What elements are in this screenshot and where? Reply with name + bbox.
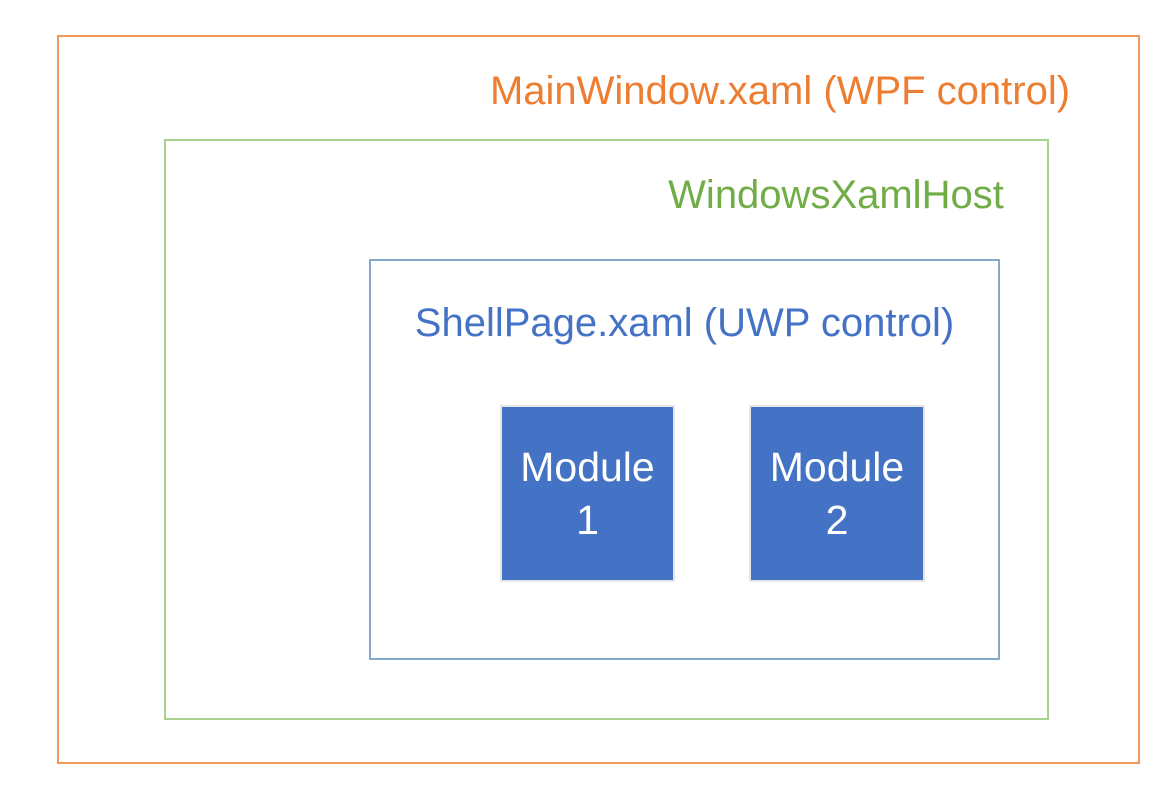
module-2-label-line1: Module [769,443,905,490]
mainwindow-wpf-label: MainWindow.xaml (WPF control) [489,69,1071,113]
windows-xaml-host-label: WindowsXamlHost [668,173,1004,217]
windows-xaml-host-box [164,139,1049,720]
module-2-label-line2: 2 [825,496,849,543]
module-1-box: Module 1 [500,405,675,582]
shellpage-uwp-box [369,259,1000,660]
module-1-label-line1: Module [520,443,655,490]
module-2-box: Module 2 [749,405,925,582]
mainwindow-wpf-box [57,35,1140,764]
shellpage-uwp-label: ShellPage.xaml (UWP control) [414,301,955,345]
module-1-label-line2: 1 [576,496,599,543]
